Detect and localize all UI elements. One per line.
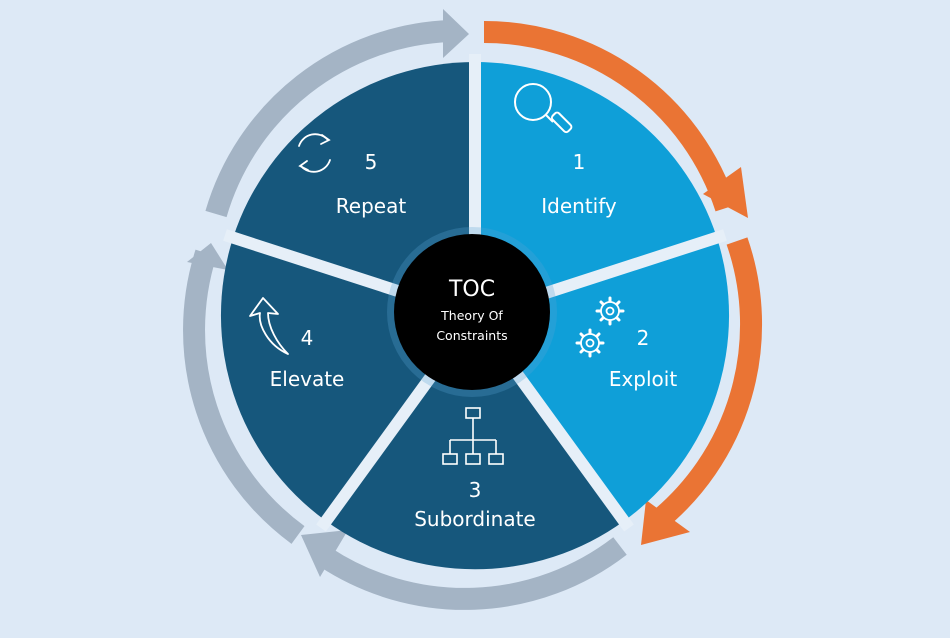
step-label-elevate: Elevate [270,367,345,391]
magnifier-icon [514,83,573,134]
center-hub: TOC Theory Of Constraints [387,227,557,397]
arrow-arc-3 [318,537,627,610]
step-number-2: 2 [637,326,650,350]
step-elevate: 4 Elevate [249,297,345,391]
step-number-4: 4 [301,326,314,350]
step-subordinate: 3 Subordinate [414,407,536,531]
step-identify: 1 Identify [514,83,617,218]
arrow-head-3 [301,530,348,577]
center-circle [394,234,550,390]
step-number-1: 1 [573,150,586,174]
up-arrow-icon [249,297,289,355]
cycle-arrows [183,9,762,610]
arrow-head-5 [443,9,469,58]
arrow-head-1 [703,167,748,218]
step-number-3: 3 [469,478,482,502]
arrow-arc-2 [647,237,762,533]
cycle-icon [298,133,331,173]
step-label-identify: Identify [541,194,617,218]
step-number-5: 5 [365,150,378,174]
arrow-arc-4 [183,249,305,544]
segment-subordinate [326,316,624,570]
arrow-head-2 [641,500,690,545]
step-label-repeat: Repeat [336,194,407,218]
center-subtitle-line1: Theory Of [440,308,503,323]
arrow-arc-1 [483,20,737,212]
step-label-subordinate: Subordinate [414,507,536,531]
step-label-exploit: Exploit [609,367,678,391]
step-repeat: 5 Repeat [298,133,407,218]
center-title: TOC [448,277,495,302]
center-subtitle-line2: Constraints [436,328,507,343]
arrow-head-4 [187,243,228,270]
step-exploit: 2 Exploit [575,296,678,391]
arrow-arc-5 [205,20,451,218]
gears-icon [575,296,625,358]
hierarchy-icon [442,407,504,465]
